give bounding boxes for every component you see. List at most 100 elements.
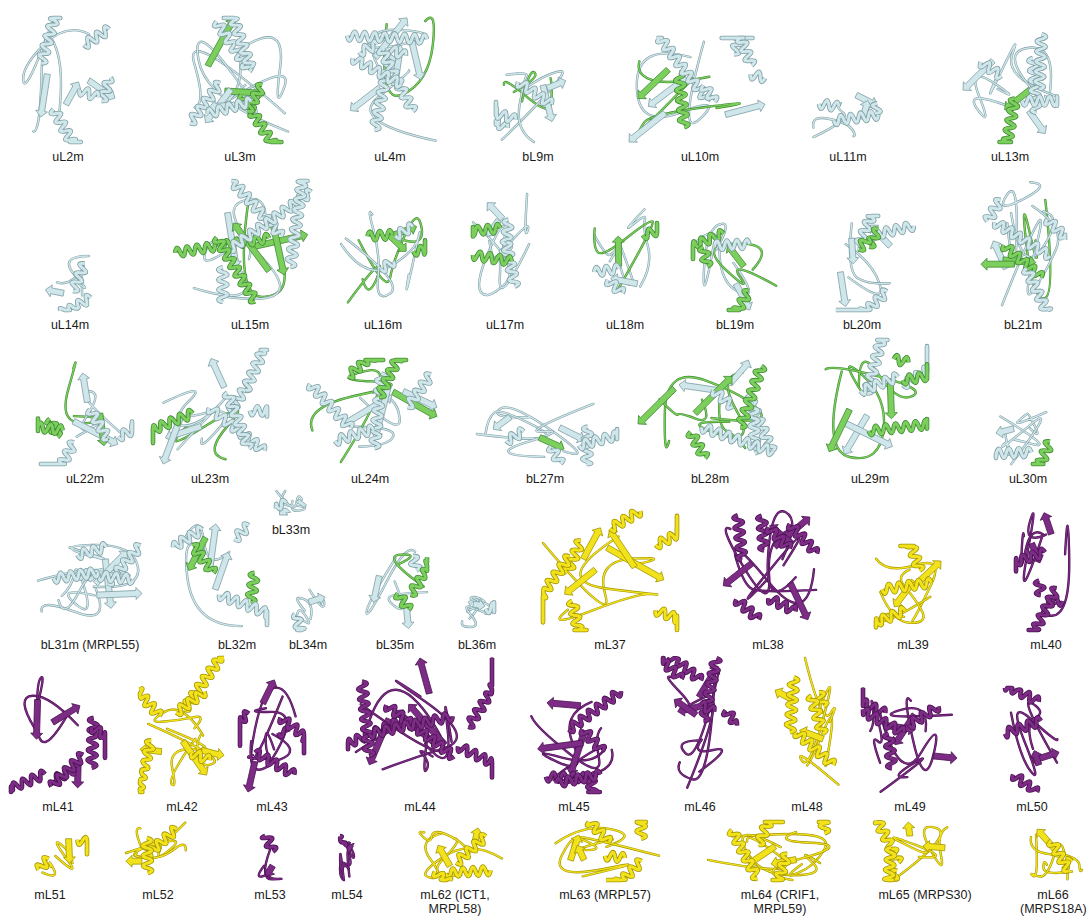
alpha-helix [834, 111, 879, 125]
alpha-helix [819, 101, 839, 111]
alpha-helix [688, 432, 708, 458]
helix-outline [1029, 588, 1058, 630]
helix-outline [751, 72, 766, 82]
alpha-helix [606, 859, 641, 880]
helix-outline [60, 295, 91, 310]
coil [773, 832, 829, 880]
helix-outline [643, 223, 657, 239]
protein-label: uL2m [52, 150, 83, 164]
beta-strand [36, 74, 51, 117]
protein-label: uL13m [991, 150, 1029, 164]
ribbon-structure [11, 677, 105, 792]
protein-label: mL52 [142, 888, 173, 902]
alpha-helix [882, 579, 932, 594]
helix-outline [548, 446, 563, 464]
alpha-helix [335, 426, 373, 445]
helix-outline [569, 691, 621, 732]
alpha-helix [863, 709, 904, 733]
helix-outline [594, 265, 619, 276]
helix-outline [468, 658, 492, 728]
helix-outline [688, 432, 708, 458]
alpha-helix [347, 32, 427, 44]
alpha-helix [247, 573, 258, 603]
helix-outline [308, 384, 352, 428]
helix-outline [381, 261, 395, 272]
coil [502, 71, 563, 139]
ribbon-structure [594, 209, 657, 293]
helix-outline [77, 543, 106, 558]
ribbon-structure [963, 34, 1057, 142]
helix-outline [413, 240, 425, 255]
alpha-helix [153, 410, 193, 443]
helix-outline [701, 85, 717, 101]
helix-outline [903, 346, 927, 388]
helix-outline [663, 658, 683, 679]
protein-label: mL53 [254, 888, 285, 902]
helix-outline [37, 857, 49, 870]
coil [420, 832, 470, 852]
helix-outline [579, 429, 617, 449]
alpha-helix [279, 718, 304, 754]
beta-strand [126, 855, 142, 867]
helix-outline [411, 557, 427, 595]
helix-outline [859, 238, 871, 251]
alpha-helix [87, 409, 108, 440]
coil [876, 559, 935, 621]
beta-strand [608, 530, 637, 569]
coil [425, 833, 502, 878]
alpha-helix [358, 682, 373, 757]
protein-label: mL44 [404, 800, 435, 814]
alpha-helix [140, 740, 154, 792]
ribbon-structure [366, 550, 427, 629]
ribbon-structure [259, 836, 282, 879]
beta-strand [981, 258, 1014, 270]
alpha-helix [308, 384, 352, 428]
helix-outline [348, 360, 383, 378]
ribbon-structure [556, 822, 659, 880]
coil-outline [876, 559, 935, 621]
helix-outline [208, 98, 251, 116]
alpha-helix [739, 366, 765, 428]
beta-strand [581, 528, 603, 561]
alpha-helix [909, 707, 939, 728]
coil [311, 370, 391, 462]
helix-outline [739, 366, 765, 428]
helix-outline [192, 544, 216, 573]
beta-strand [837, 272, 850, 307]
protein-label: bL33m [272, 523, 310, 537]
alpha-helix [78, 837, 88, 854]
alpha-helix [557, 770, 601, 786]
alpha-helix [894, 355, 909, 365]
alpha-helix [368, 230, 393, 240]
coil [578, 837, 659, 856]
alpha-helix [876, 607, 905, 627]
beta-strand [244, 761, 258, 792]
alpha-helix [859, 238, 871, 251]
helix-outline [656, 609, 677, 630]
alpha-helix [218, 267, 227, 302]
alpha-helix [234, 524, 249, 541]
alpha-helix [191, 751, 210, 761]
helix-outline [808, 695, 827, 733]
helix-outline [335, 426, 373, 445]
alpha-helix [1033, 441, 1051, 464]
beta-strand [51, 704, 80, 725]
beta-strand [1027, 109, 1047, 134]
ribbon-structure [175, 181, 311, 302]
alpha-helix [54, 569, 99, 583]
alpha-helix [38, 419, 63, 434]
alpha-helix [1023, 269, 1050, 311]
helix-outline [701, 658, 721, 721]
protein-label: uL3m [224, 150, 255, 164]
alpha-helix [176, 692, 205, 715]
alpha-helix [413, 240, 425, 255]
protein-label: uL30m [1009, 472, 1047, 486]
helix-outline [496, 102, 516, 122]
ribbon-structure [38, 362, 132, 464]
alpha-helix [411, 557, 427, 595]
alpha-helix [496, 102, 516, 122]
helix-outline [768, 597, 796, 612]
alpha-helix [788, 524, 818, 554]
helix-outline [1005, 688, 1039, 702]
ribbon-structure [240, 680, 304, 792]
